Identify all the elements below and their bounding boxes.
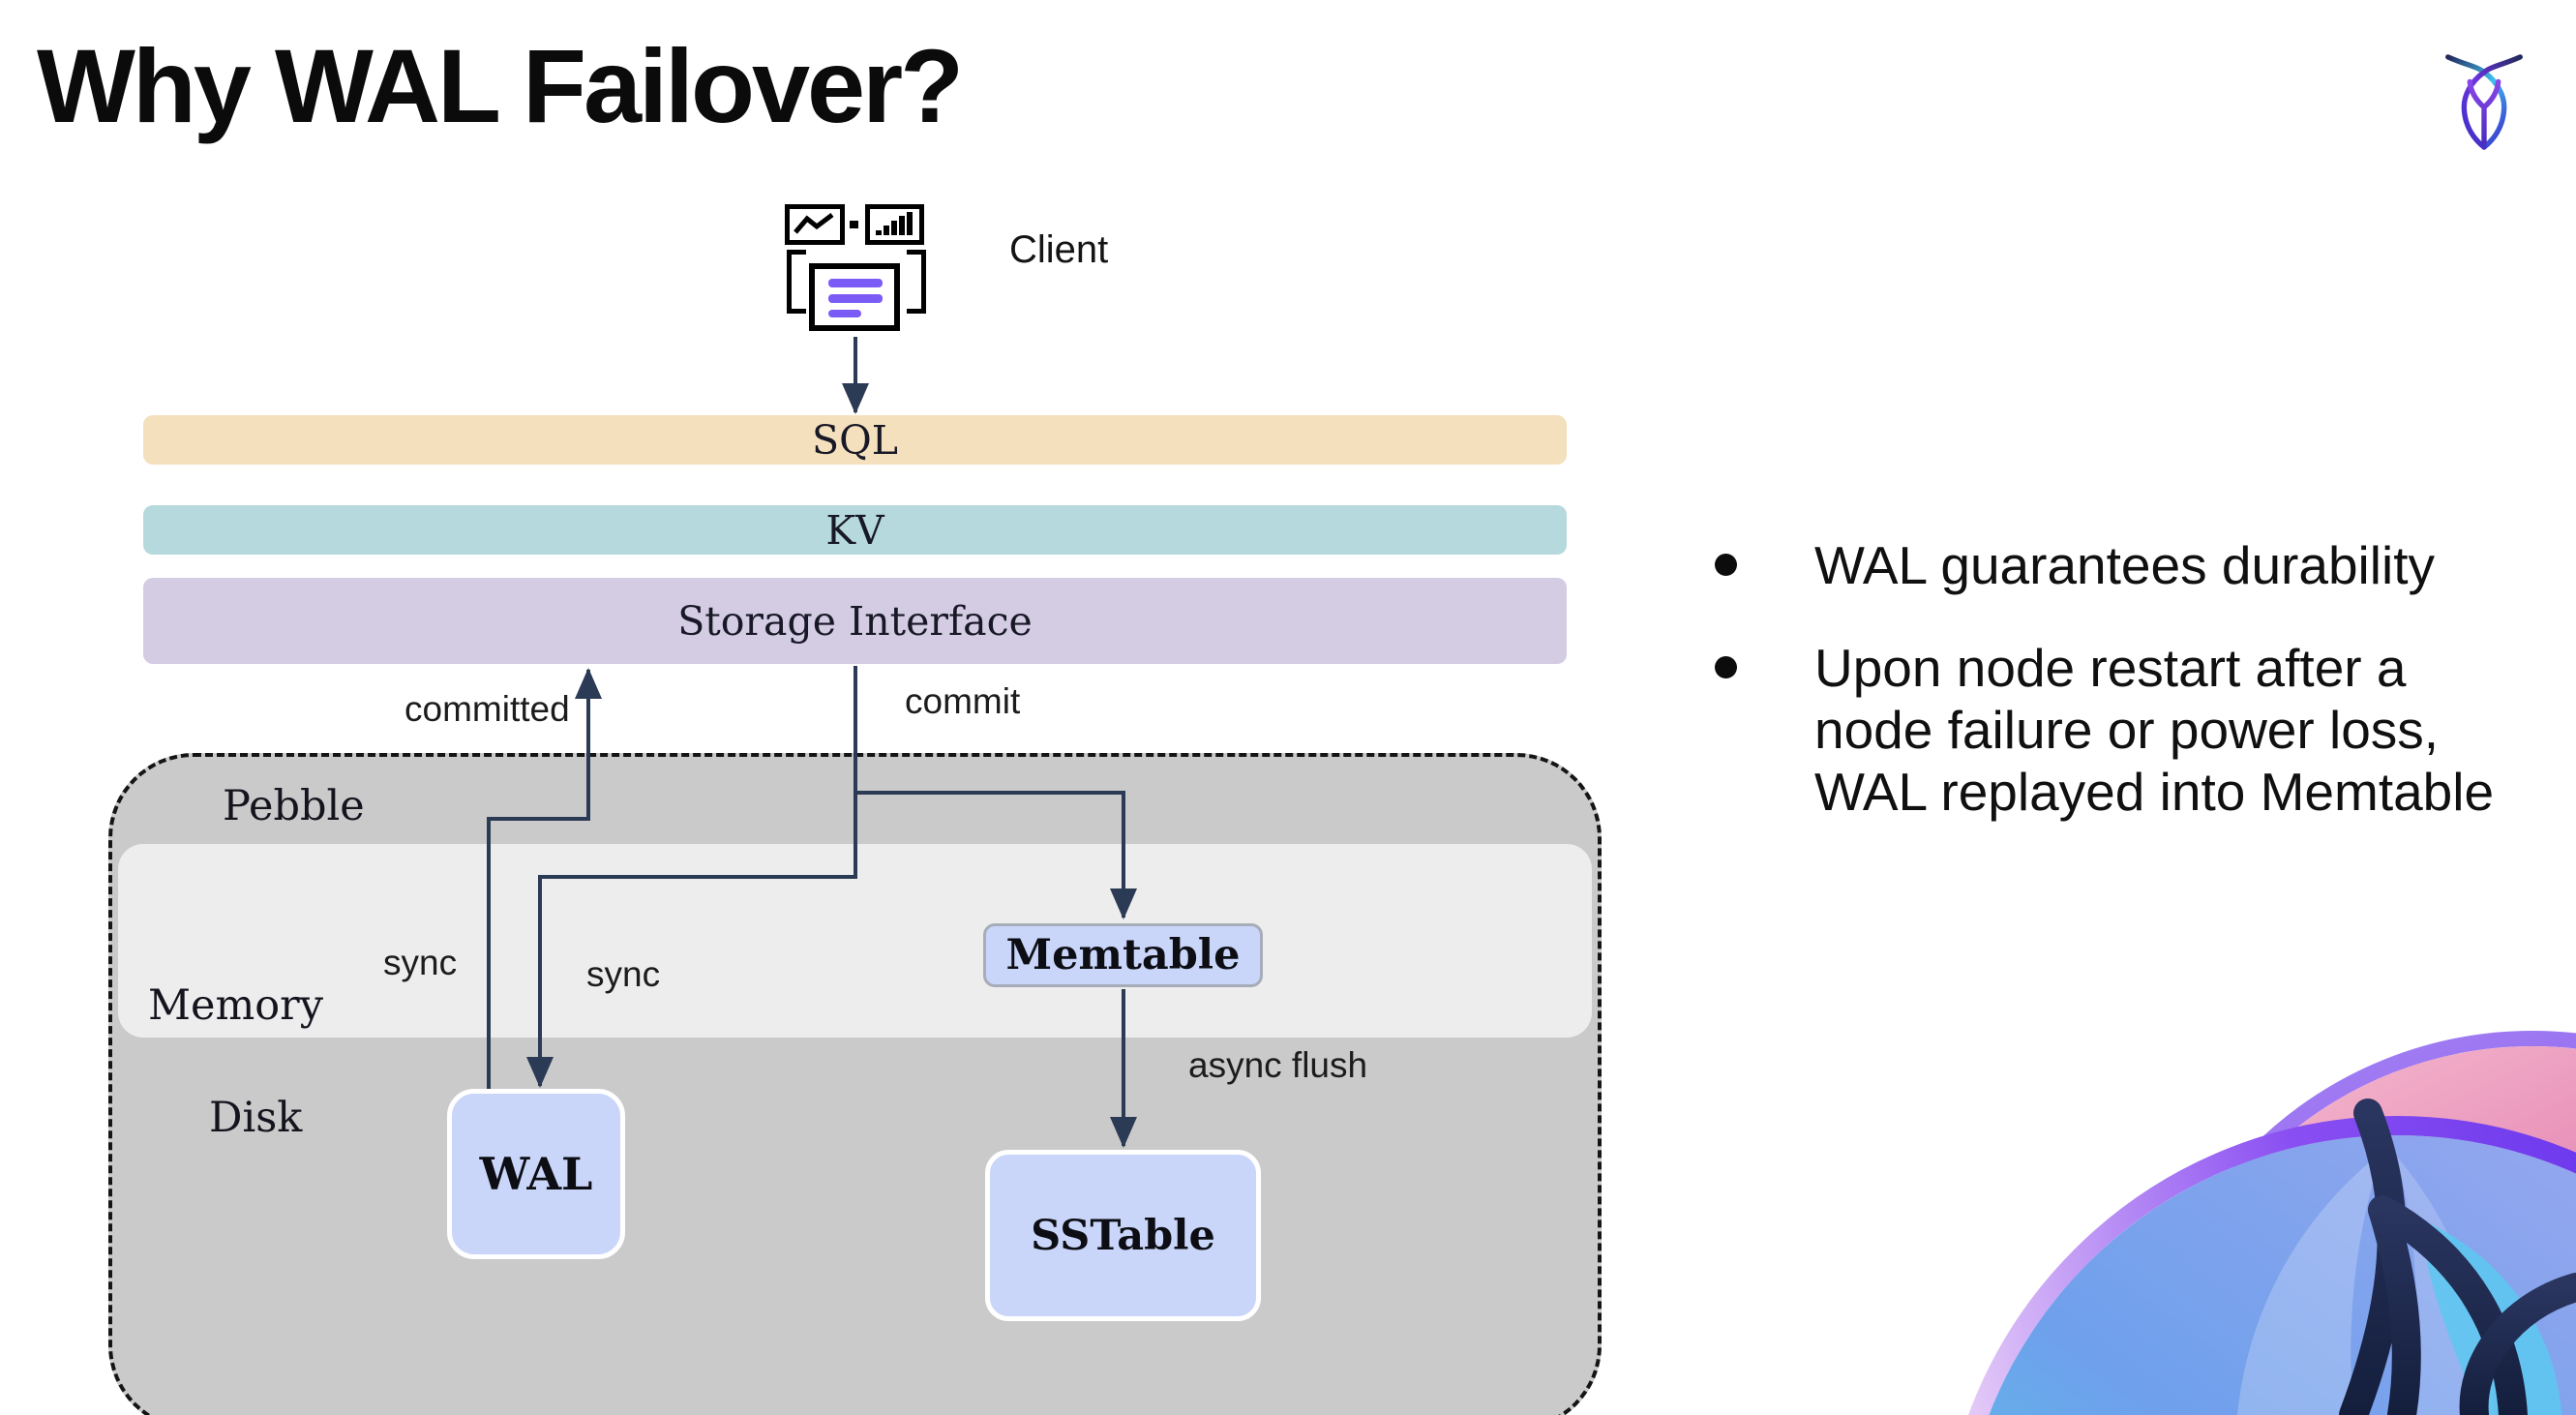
- pebble-label: Pebble: [223, 782, 365, 830]
- bullet-text: WAL guarantees durability: [1814, 535, 2435, 595]
- memtable-node: Memtable: [983, 923, 1263, 987]
- bullet-item: Upon node restart after a node failure o…: [1715, 637, 2547, 823]
- bracket-left: [787, 250, 792, 314]
- bracket-right: [921, 250, 926, 314]
- memtable-label: Memtable: [1005, 931, 1241, 979]
- icon-connector-dash: [850, 221, 858, 228]
- cockroachdb-logo: [2437, 48, 2531, 155]
- sync-right-edge-label: sync: [586, 954, 661, 994]
- committed-edge-label: committed: [404, 689, 570, 729]
- layer-bar-storage-interface: Storage Interface: [143, 578, 1567, 664]
- layer-label-sql: SQL: [812, 416, 898, 464]
- cockroachdb-brand-spheres: [1966, 968, 2576, 1415]
- bullet-dot: [1715, 554, 1737, 576]
- document-icon: [809, 263, 900, 331]
- layer-bar-kv: KV: [143, 505, 1567, 555]
- sstable-node: SSTable: [985, 1150, 1261, 1321]
- bullet-dot: [1715, 656, 1737, 678]
- bullet-item: WAL guarantees durability: [1715, 534, 2547, 596]
- sstable-label: SSTable: [1031, 1211, 1215, 1260]
- client-monitors-document-icon: [779, 198, 934, 344]
- page-title: Why WAL Failover?: [37, 27, 964, 144]
- disk-label: Disk: [209, 1094, 303, 1142]
- wal-label: WAL: [479, 1148, 593, 1200]
- layer-label-storage-interface: Storage Interface: [677, 597, 1033, 645]
- wal-node: WAL: [447, 1089, 625, 1259]
- line-chart-icon: [785, 204, 845, 245]
- layer-bar-sql: SQL: [143, 415, 1567, 465]
- memory-label: Memory: [148, 981, 323, 1030]
- sync-left-edge-label: sync: [383, 943, 458, 982]
- layer-label-kv: KV: [825, 506, 884, 554]
- bullet-text: Upon node restart after a node failure o…: [1814, 638, 2495, 822]
- async-flush-edge-label: async flush: [1188, 1045, 1368, 1085]
- commit-edge-label: commit: [905, 681, 1021, 721]
- client-label: Client: [1009, 228, 1109, 271]
- memory-band: [118, 844, 1592, 1038]
- bar-chart-icon: [865, 204, 924, 245]
